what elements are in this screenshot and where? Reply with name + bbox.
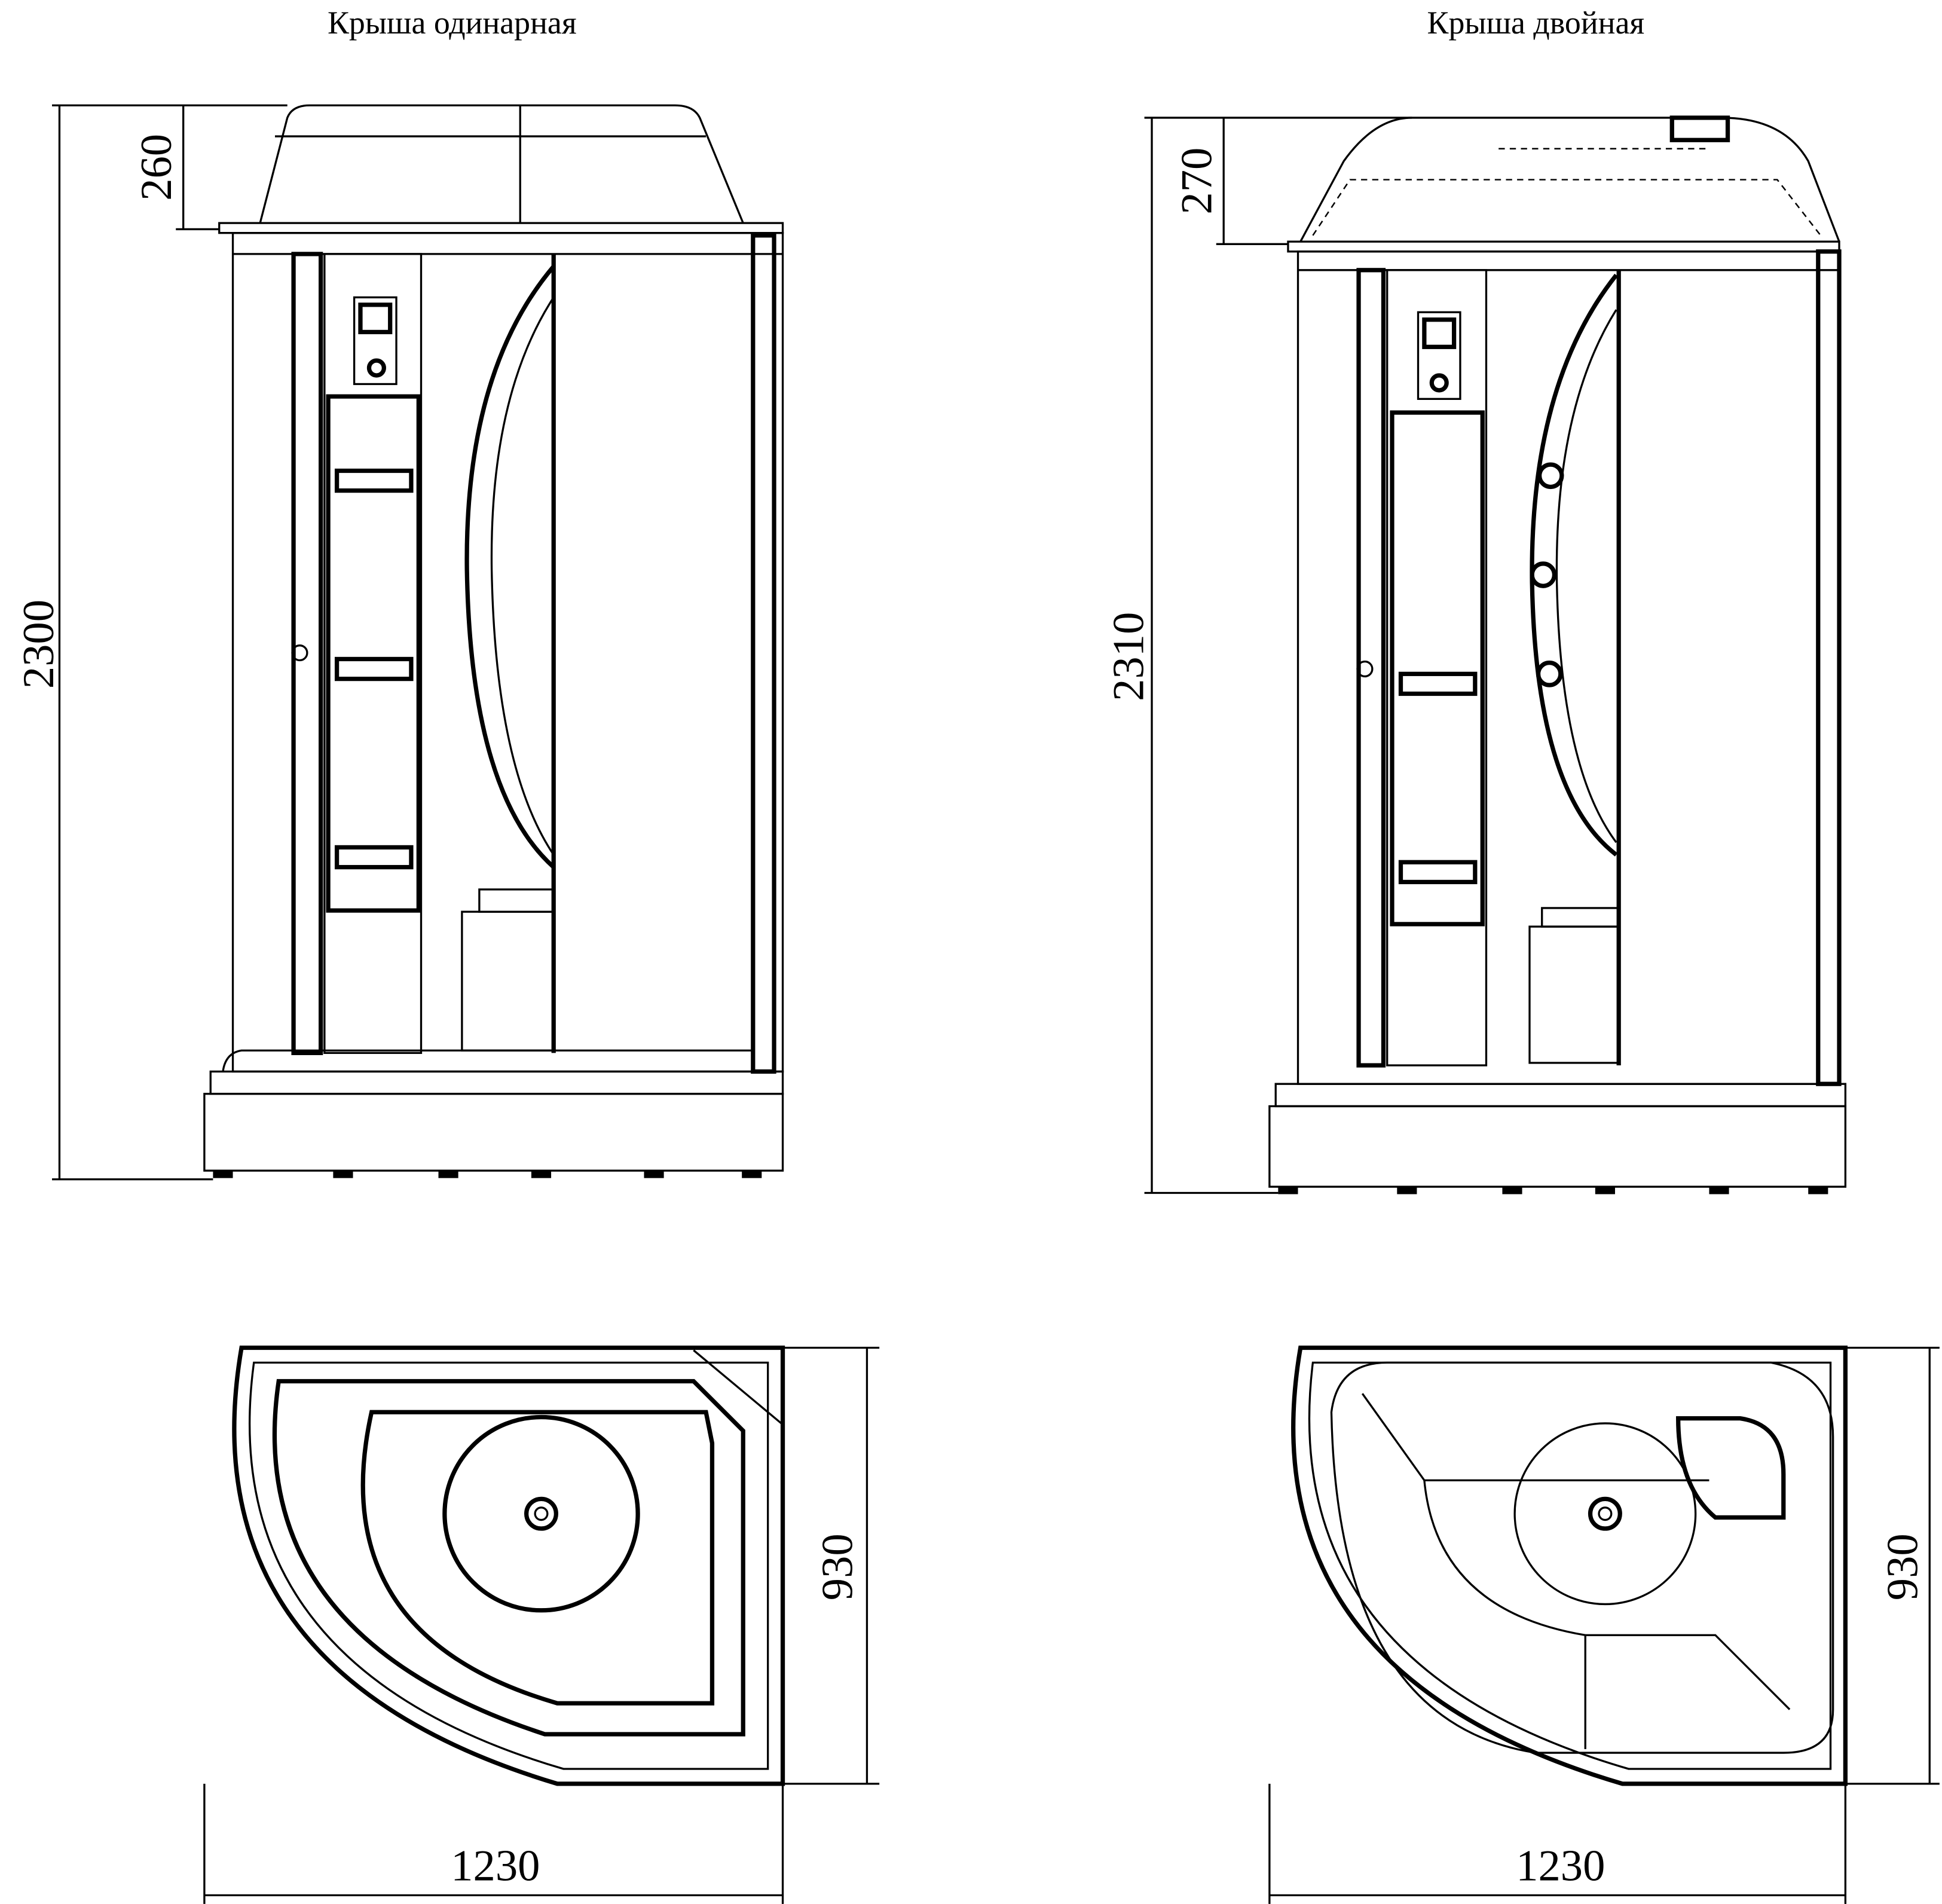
- feet: [213, 1170, 762, 1178]
- jets: [1530, 462, 1564, 687]
- title-single-roof: Крыша одинарная: [328, 5, 577, 41]
- drain-circle: [1513, 1422, 1697, 1606]
- door-handle: [291, 644, 308, 662]
- dim-left-height: 2300: [14, 600, 63, 689]
- left-elevation: 2300 260: [14, 104, 784, 1181]
- left-plan: 1230 930: [203, 1345, 880, 1904]
- dim-left-roof: 260: [132, 134, 181, 201]
- door-frame: [291, 252, 323, 1055]
- control-panel: [353, 296, 397, 386]
- control-knob: [1429, 373, 1449, 393]
- single-roof: [259, 104, 744, 224]
- double-roof: [1299, 117, 1840, 242]
- control-display: [1422, 317, 1457, 349]
- drain-circle: [442, 1414, 640, 1613]
- right-elevation: 2310 270: [1105, 115, 1847, 1194]
- corner-seat: [1676, 1416, 1786, 1520]
- dim-left-depth: 930: [814, 1533, 863, 1600]
- cabin-body: [1296, 250, 1840, 1085]
- right-plan: 1230 930: [1268, 1345, 1940, 1904]
- tray-base: [203, 1093, 784, 1172]
- drain: [1588, 1496, 1622, 1531]
- dim-right-roof: 270: [1172, 148, 1221, 215]
- tray-outline: [1291, 1345, 1848, 1786]
- shelves: [1398, 671, 1478, 885]
- door-handle: [1356, 660, 1374, 678]
- right-wall: [751, 233, 776, 1074]
- title-double-roof: Крыша двойная: [1427, 5, 1645, 41]
- dim-left-width: 1230: [451, 1842, 540, 1891]
- seat: [478, 888, 555, 913]
- door-frame: [1356, 268, 1386, 1068]
- cabin-body: [231, 232, 784, 1073]
- control-display: [358, 302, 393, 335]
- shelves: [334, 468, 414, 870]
- control-panel: [1417, 311, 1461, 400]
- feet: [1278, 1187, 1828, 1194]
- dim-right-depth: 930: [1879, 1533, 1928, 1600]
- massage-panel: [326, 394, 421, 913]
- right-wall: [1816, 249, 1842, 1086]
- dim-right-height: 2310: [1105, 612, 1154, 701]
- massage-panel: [1390, 410, 1485, 927]
- seat: [1541, 907, 1620, 928]
- dim-right-width: 1230: [1516, 1842, 1605, 1891]
- curved-door-glass: [464, 265, 555, 869]
- tray-base: [1268, 1105, 1847, 1188]
- drain: [524, 1496, 558, 1531]
- control-knob: [366, 358, 386, 378]
- tray-outline: [232, 1345, 785, 1786]
